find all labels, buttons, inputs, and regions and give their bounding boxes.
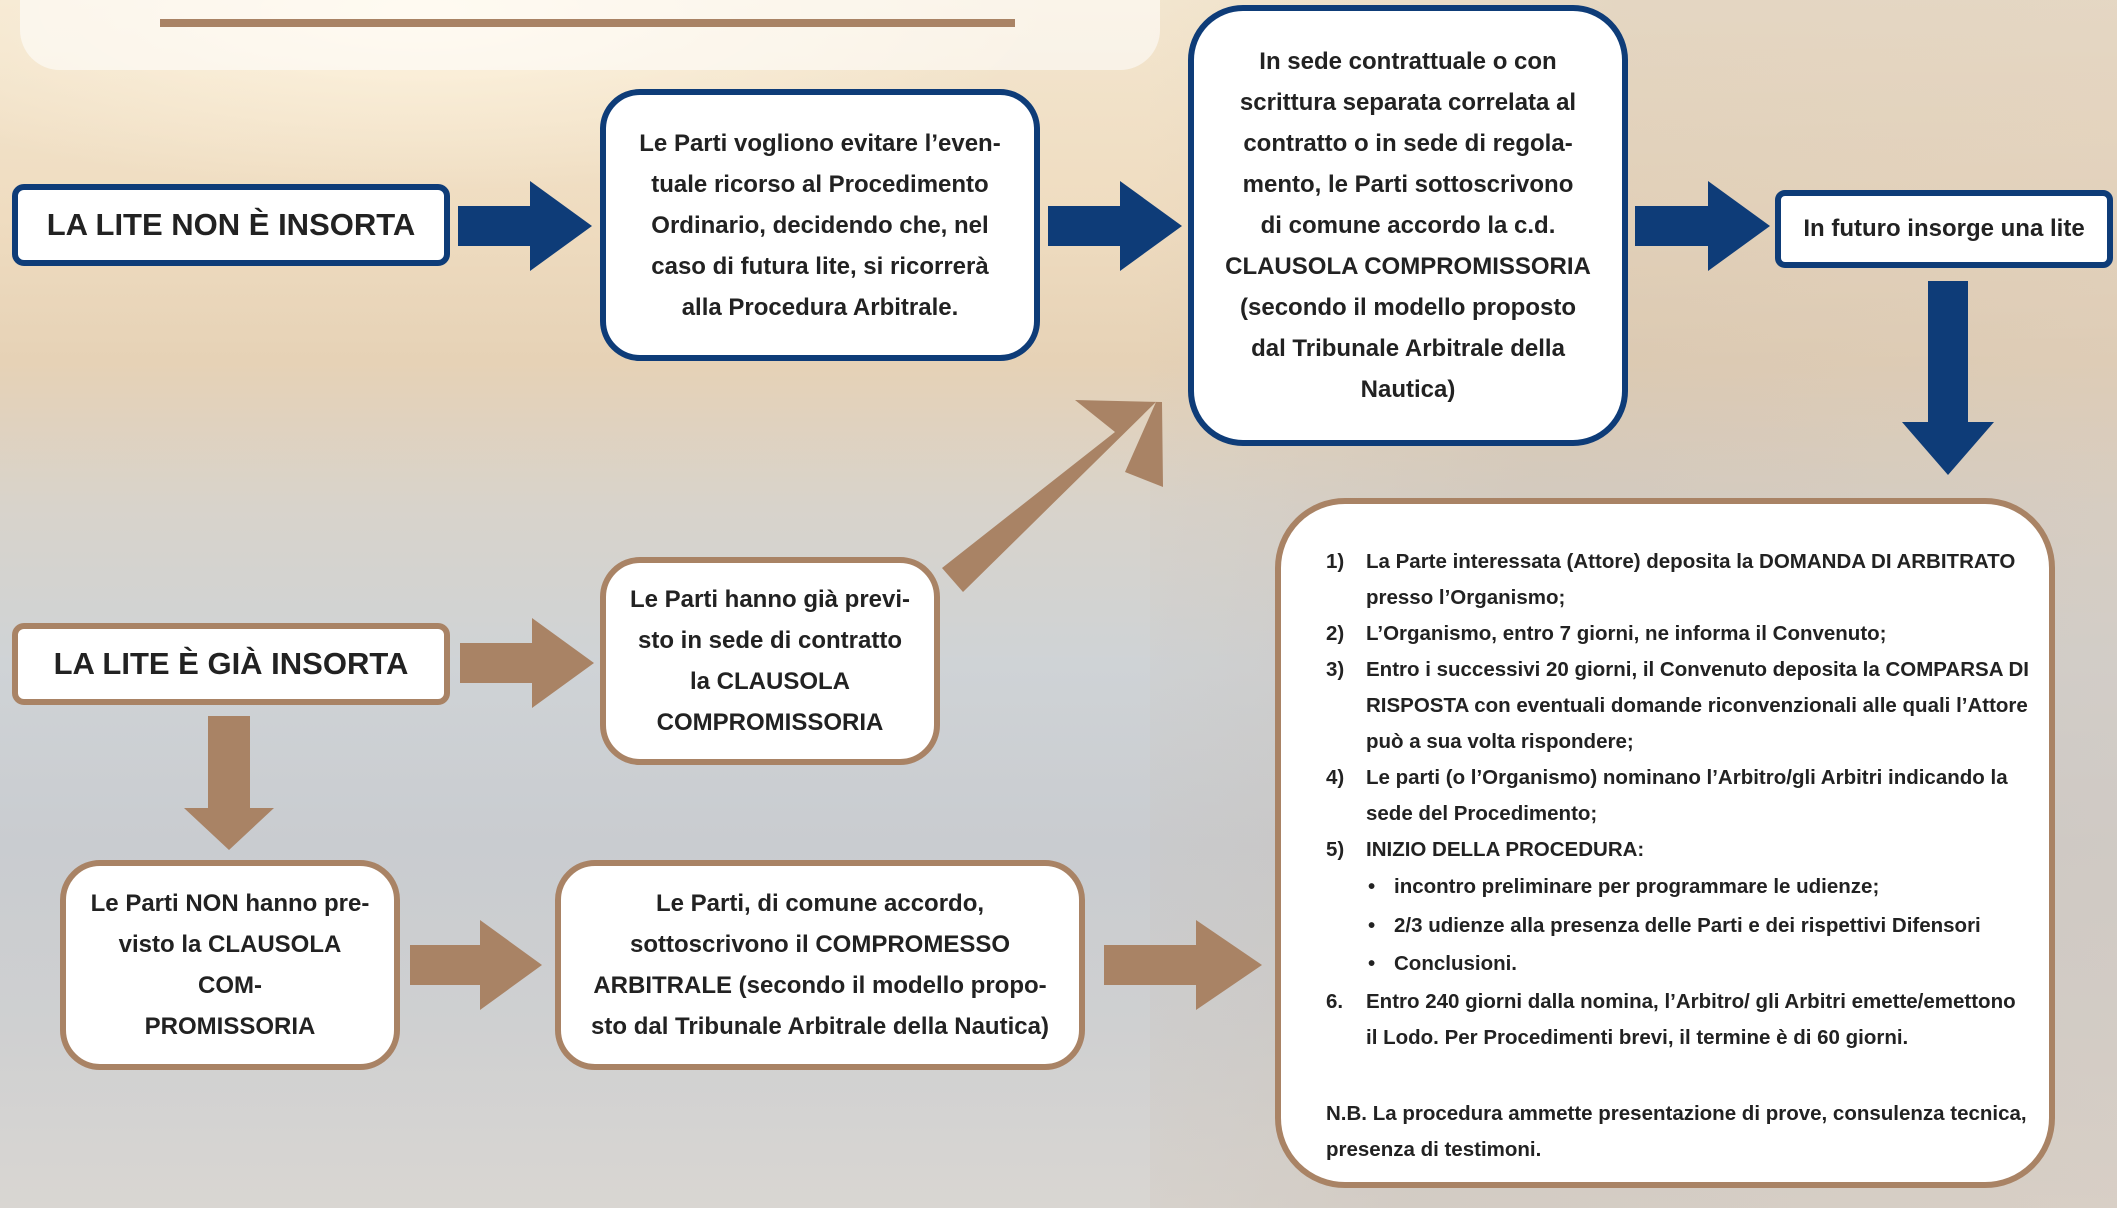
step-line: può a sua volta rispondere; [1366,730,1634,753]
bullet-text: Conclusioni. [1394,952,1517,975]
procedure-step-6: 6. Entro 240 giorni dalla nomina, l’Arbi… [1326,984,2056,1056]
compromesso-box: Le Parti, di comune accordo, sottoscrivo… [555,860,1085,1070]
bullet-text: 2/3 udienze alla presenza delle Parti e … [1394,913,1981,937]
clausola-line: mento, le Parti sottoscrivono [1242,171,1574,198]
non-previsto-box: Le Parti NON hanno pre- visto la CLAUSOL… [60,860,400,1070]
note-line: N.B. La procedura ammette presentazione … [1326,1102,2027,1125]
step-line: il Lodo. Per Procedimenti brevi, il term… [1366,1025,1909,1049]
procedure-step-4: 4) Le parti (o l’Organismo) nominano l’A… [1326,760,2056,832]
clausola-line: In sede contrattuale o con [1259,48,1557,75]
gia-previsto-line: COMPROMISSORIA [656,709,884,736]
bullet-icon: • [1368,952,1376,975]
compromesso-line: Le Parti, di comune accordo, [655,890,985,917]
compromesso-line: sto dal Tribunale Arbitrale della Nautic… [591,1013,1049,1040]
non-previsto-line: Le Parti NON hanno pre- [90,890,370,917]
clausola-line: dal Tribunale Arbitrale della [1251,335,1565,362]
step-number: 4) [1326,766,1345,789]
arrow-diagonal [942,400,1163,592]
clausola-line: di comune accordo la c.d. [1260,212,1556,239]
evitare-line: Ordinario, decidendo che, nel [651,211,989,239]
arrow-right-1 [458,181,592,271]
evitare-line: caso di futura lite, si ricorrerà [651,252,989,280]
header-divider [160,19,1015,27]
arrow-right-2 [1048,181,1182,271]
step-line: INIZIO DELLA PROCEDURA: [1366,838,1645,861]
futuro-lite-text: In futuro insorge una lite [1803,215,2085,242]
arrow-right-3 [1635,181,1770,271]
lite-non-insorta-text: LA LITE NON È INSORTA [46,207,416,242]
procedure-step-2: 2) L’Organismo, entro 7 giorni, ne infor… [1326,616,2056,652]
step-line: Entro i successivi 20 giorni, il Convenu… [1366,658,2029,681]
procedure-step-5: 5) INIZIO DELLA PROCEDURA: [1326,832,2056,868]
step-number: 2) [1326,622,1345,645]
non-previsto-line: PROMISSORIA [144,1013,316,1040]
lite-gia-insorta-label: LA LITE È GIÀ INSORTA [12,623,450,705]
step-number: 6. [1326,989,1344,1013]
step-line: presso l’Organismo; [1366,586,1566,609]
gia-previsto-line: sto in sede di contratto [637,627,903,654]
arrow-right-6 [1104,920,1262,1010]
compromesso-line: ARBITRALE (secondo il modello propo- [593,972,1047,999]
futuro-lite-box: In futuro insorge una lite [1775,190,2113,268]
header-band [20,0,1160,70]
procedure-step-3: 3) Entro i successivi 20 giorni, il Conv… [1326,652,2056,760]
evitare-line: tuale ricorso al Procedimento [651,170,989,198]
procedure-steps: 1) La Parte interessata (Attore) deposit… [1326,544,2056,1056]
bullet-icon: • [1368,913,1376,937]
procedure-box: 1) La Parte interessata (Attore) deposit… [1275,498,2055,1188]
step-number: 1) [1326,550,1345,573]
clausola-box: In sede contrattuale o con scrittura sep… [1188,5,1628,446]
step-line: sede del Procedimento; [1366,802,1598,825]
clausola-line: contratto o in sede di regola- [1243,130,1573,157]
evitare-line: Le Parti vogliono evitare l’even- [639,129,1001,157]
step-line: La Parte interessata (Attore) deposita l… [1366,550,2016,573]
note-line: presenza di testimoni. [1326,1138,1542,1161]
procedure-bullet: • 2/3 udienze alla presenza delle Parti … [1326,907,2056,946]
clausola-line: (secondo il modello proposto [1240,294,1576,321]
clausola-line: scrittura separata correlata al [1239,89,1577,116]
evitare-line: alla Procedura Arbitrale. [681,293,959,321]
procedure-step-1: 1) La Parte interessata (Attore) deposit… [1326,544,2056,616]
compromesso-line: sottoscrivono il COMPROMESSO [629,931,1011,958]
gia-previsto-line: la CLAUSOLA [689,668,850,695]
evitare-box: Le Parti vogliono evitare l’even- tuale … [600,89,1040,361]
procedure-bullet: • Conclusioni. [1326,945,2056,984]
step-line: L’Organismo, entro 7 giorni, ne informa … [1366,622,1887,645]
lite-non-insorta-label: LA LITE NON È INSORTA [12,184,450,266]
step-number: 3) [1326,658,1345,681]
gia-previsto-box: Le Parti hanno già previ- sto in sede di… [600,557,940,765]
step-number: 5) [1326,838,1345,861]
clausola-line: Nautica) [1360,376,1456,403]
arrow-right-5 [410,920,542,1010]
procedure-note: N.B. La procedura ammette presentazione … [1326,1096,2066,1168]
step-line: RISPOSTA con eventuali domande riconvenz… [1366,694,2028,717]
gia-previsto-line: Le Parti hanno già previ- [629,586,911,613]
bullet-text: incontro preliminare per programmare le … [1394,875,1880,898]
step-line: Le parti (o l’Organismo) nominano l’Arbi… [1366,766,2008,789]
bullet-icon: • [1368,875,1376,898]
clausola-line: CLAUSOLA COMPROMISSORIA [1225,253,1591,280]
arrow-right-4 [460,618,594,708]
lite-gia-insorta-text: LA LITE È GIÀ INSORTA [53,646,409,681]
non-previsto-line: visto la CLAUSOLA COM- [118,931,342,999]
arrow-down-brown [184,716,274,850]
procedure-bullet: • incontro preliminare per programmare l… [1326,868,2056,907]
arrow-down-blue [1902,281,1994,475]
step-line: Entro 240 giorni dalla nomina, l’Arbitro… [1366,989,2016,1013]
